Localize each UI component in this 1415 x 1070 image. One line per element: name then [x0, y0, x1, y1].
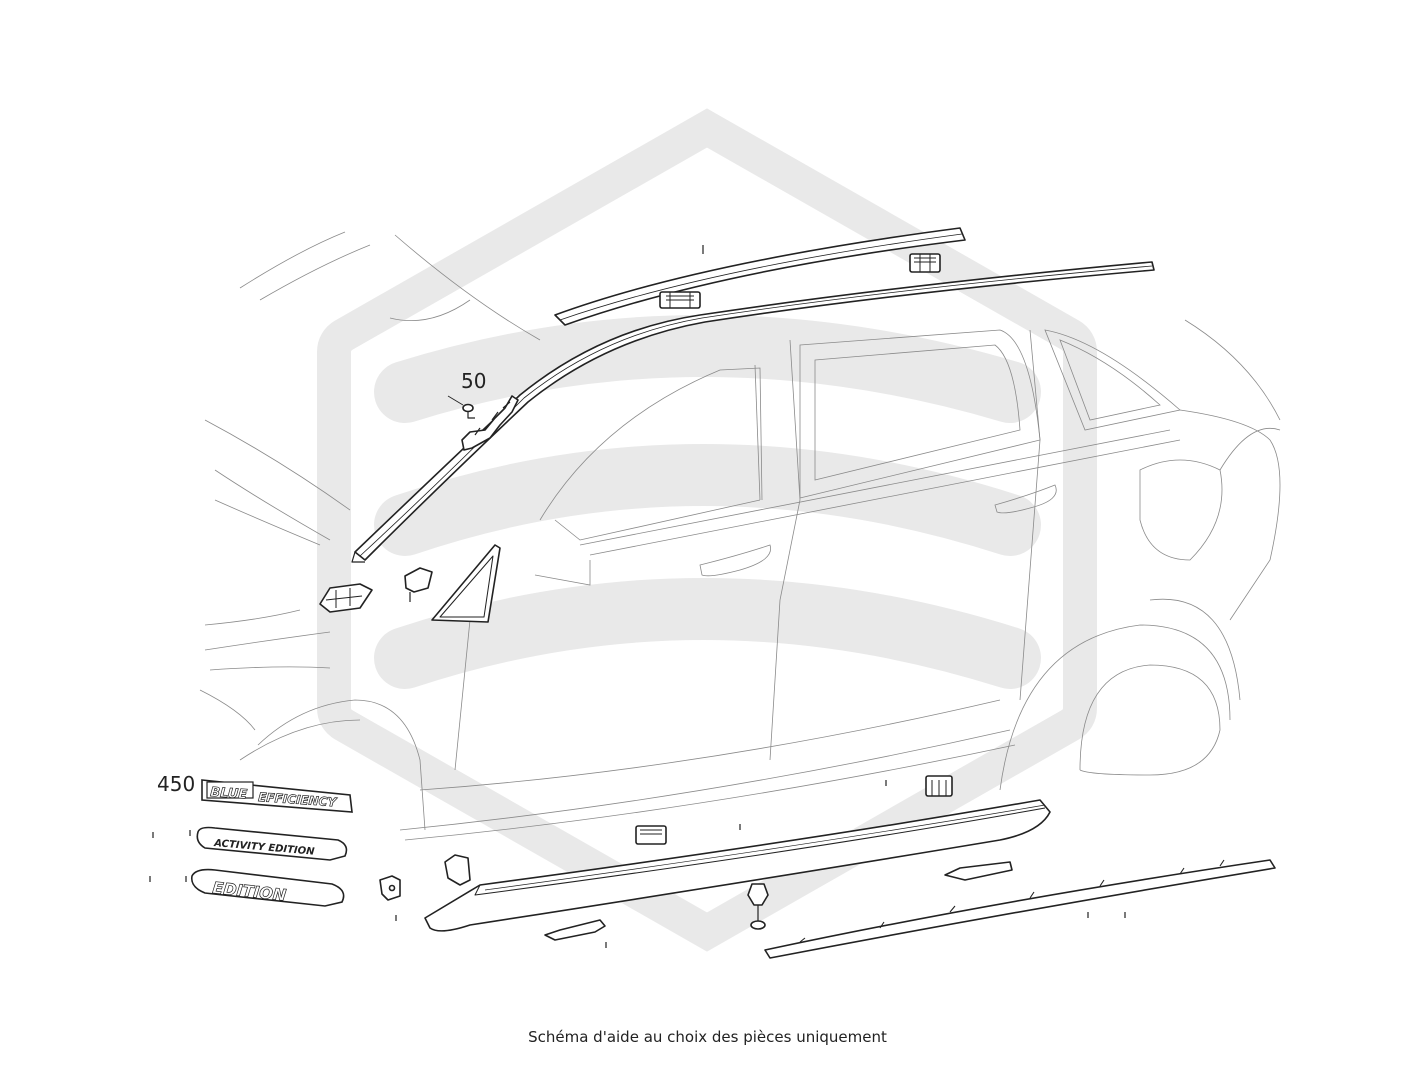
- diagram-caption: Schéma d'aide au choix des pièces unique…: [528, 1028, 887, 1046]
- lower-strip-molding[interactable]: [764, 859, 1276, 959]
- sill-clip-4[interactable]: [925, 775, 953, 797]
- front-end-clip[interactable]: [319, 583, 373, 613]
- badge-activity-edition[interactable]: ACTIVITY EDITION: [196, 826, 348, 861]
- small-cap[interactable]: [404, 567, 433, 602]
- roof-rail-clip-2[interactable]: [909, 253, 941, 273]
- watermark-logo: [317, 108, 1097, 952]
- sill-bracket-2[interactable]: [944, 861, 1013, 881]
- sill-clip-3[interactable]: [635, 825, 667, 845]
- badge-efficiency-text: EFFICIENCY: [258, 790, 338, 810]
- car-sketch: [199, 231, 1281, 841]
- badge-edition[interactable]: EDITION: [190, 868, 345, 907]
- push-pin-clip[interactable]: [747, 883, 769, 930]
- triangle-window-trim[interactable]: [431, 544, 501, 623]
- callout-450[interactable]: 450: [157, 772, 195, 796]
- sill-bracket-1[interactable]: [544, 919, 606, 941]
- sill-clip-1[interactable]: [444, 854, 471, 886]
- parts-diagram: BLUE EFFICIENCY ACTIVITY EDITION EDITION…: [149, 108, 1281, 959]
- sill-clip-2[interactable]: [379, 875, 401, 901]
- front-clip-bracket[interactable]: [461, 395, 519, 451]
- callout-50[interactable]: 50: [461, 369, 486, 393]
- roof-rail-lower[interactable]: [351, 261, 1155, 563]
- badge-blue-text: BLUE: [210, 785, 248, 803]
- badge-blue-efficiency[interactable]: BLUE EFFICIENCY: [201, 779, 353, 813]
- roof-rail-clip-1[interactable]: [659, 291, 701, 309]
- badge-ticks: [149, 780, 1126, 948]
- rocker-panel[interactable]: [424, 799, 1051, 932]
- screw-clip-50[interactable]: [447, 395, 475, 419]
